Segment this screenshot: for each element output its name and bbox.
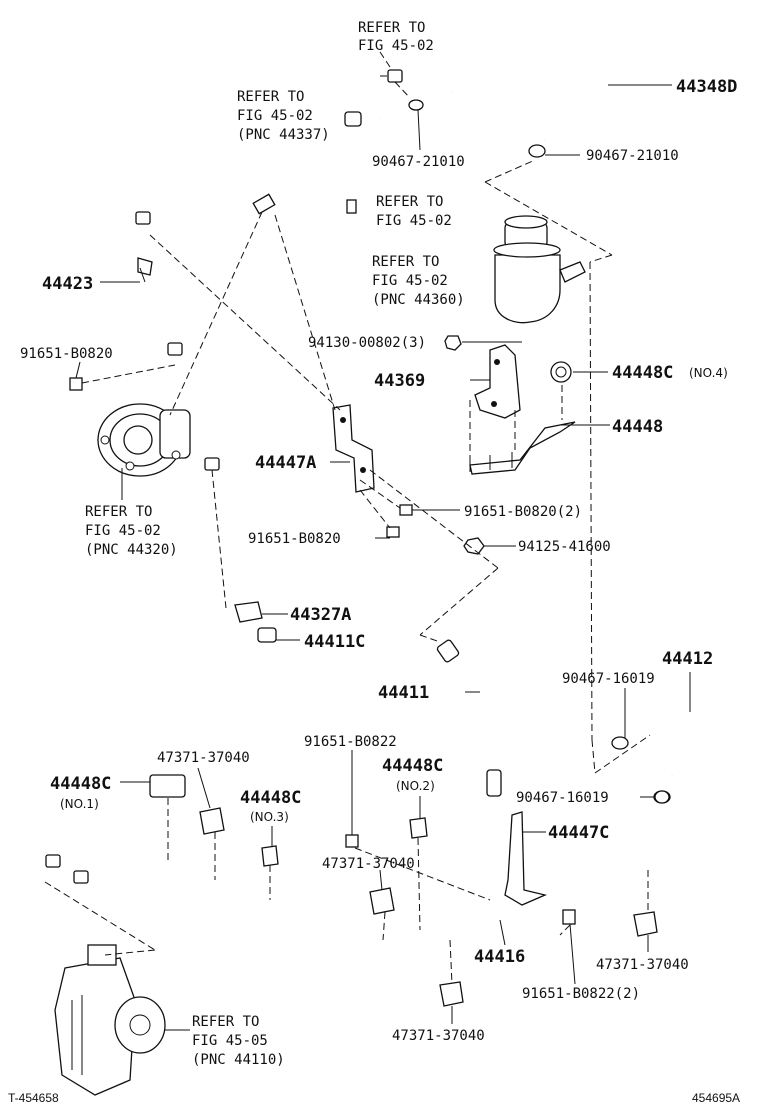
label-refer-44360-b: FIG 45-02 [372,273,448,289]
bolt-pump[interactable] [69,364,176,391]
steering-gear-box[interactable] [54,944,166,1096]
label-refer-44337-a: REFER TO [237,89,304,105]
leader-lines [75,84,691,1031]
clamp-44448C-no1[interactable] [149,774,186,798]
label-44411C: 44411C [304,632,365,652]
clamp-47371-a[interactable] [199,807,225,835]
label-refer-44320-c: (PNC 44320) [85,542,178,558]
label-94130-00802: 94130-00802(3) [308,335,426,351]
clamp-47371-c[interactable] [439,981,464,1007]
label-refer-44110-a: REFER TO [192,1014,259,1030]
label-47371-37040-c: 47371-37040 [392,1028,485,1044]
label-refer-44320-b: FIG 45-02 [85,523,161,539]
label-44448C-no4-qty: (NO.4) [689,366,728,380]
label-91651-B0820-mid: 91651-B0820 [248,531,341,547]
pressure-hose-44411[interactable] [436,639,502,896]
bolt-top[interactable] [380,69,403,83]
label-91651-B0820-2: 91651-B0820(2) [464,504,582,520]
label-44448C-no1: 44448C [50,774,111,794]
label-refer-44337-b: FIG 45-02 [237,108,313,124]
label-47371-37040-a: 47371-37040 [157,750,250,766]
label-44416: 44416 [474,947,525,967]
label-44448C-no3-qty: (NO.3) [250,810,289,824]
label-refer-44110-b: FIG 45-05 [192,1033,268,1049]
bolt-mid-top[interactable] [346,199,357,214]
label-94125-41600: 94125-41600 [518,539,611,555]
clamp-47371-d[interactable] [633,911,658,937]
label-refer-44337-c: (PNC 44337) [237,127,330,143]
bracket-44447A[interactable] [332,404,375,493]
bolt-91651-B0822-upper[interactable] [345,834,359,848]
label-44448C-no4: 44448C [612,363,673,383]
label-44327A: 44327A [290,605,351,625]
label-refer-44360-a: REFER TO [372,254,439,270]
clamp-47371-b[interactable] [369,887,395,915]
guide-lines [44,51,651,985]
clamp-90467-16019-b[interactable] [654,790,670,804]
label-44423: 44423 [42,274,93,294]
label-91651-B0820-left: 91651-B0820 [20,346,113,362]
label-91651-B0822-2: 91651-B0822(2) [522,986,640,1002]
footer-left-code: T-454658 [8,1091,59,1105]
label-refer-44110-c: (PNC 44110) [192,1052,285,1068]
label-44447C: 44447C [548,823,609,843]
bracket-44448[interactable] [469,421,576,475]
label-refer-mid-b: FIG 45-02 [376,213,452,229]
label-refer-top-a: REFER TO [358,20,425,36]
hose-clamp-upper[interactable] [408,99,546,158]
return-tube-44416[interactable] [45,804,662,960]
pressure-tube-44337[interactable] [252,111,381,215]
return-hose-44412[interactable] [611,702,750,804]
union-bolt-44411C[interactable] [257,627,277,643]
bracket-44447C[interactable] [504,811,548,906]
label-91651-B0822: 91651-B0822 [304,734,397,750]
label-90467-16019-a: 90467-16019 [562,671,655,687]
label-90467-21010-a: 90467-21010 [372,154,465,170]
clamp-44327A[interactable] [234,601,263,623]
label-44448C-no2-qty: (NO.2) [396,779,435,793]
label-44448C-no2: 44448C [382,756,443,776]
label-44412: 44412 [662,649,713,669]
power-steering-pump[interactable] [97,403,191,477]
bolts-bracket[interactable] [386,504,485,555]
footer-right-code: 454695A [692,1091,740,1105]
clamp-44448C-no3[interactable] [261,845,279,867]
label-47371-37040-b: 47371-37040 [322,856,415,872]
part-labels: REFER TO FIG 45-02 44348D REFER TO FIG 4… [8,20,740,1105]
label-refer-44360-c: (PNC 44360) [372,292,465,308]
label-refer-top-b: FIG 45-02 [358,38,434,54]
label-44348D: 44348D [676,77,737,97]
label-90467-16019-b: 90467-16019 [516,790,609,806]
label-refer-mid-a: REFER TO [376,194,443,210]
label-44411: 44411 [378,683,429,703]
clamp-44448C-no4[interactable] [550,361,572,383]
return-hose-44348D[interactable] [447,51,614,145]
label-refer-44320-a: REFER TO [85,504,152,520]
label-90467-21010-b: 90467-21010 [586,148,679,164]
label-44448: 44448 [612,417,663,437]
bolt-91651-B0822-lower[interactable] [562,909,576,925]
label-44448C-no3: 44448C [240,788,301,808]
clamp-44448C-no2[interactable] [409,817,428,839]
label-47371-37040-d: 47371-37040 [596,957,689,973]
label-44447A: 44447A [255,453,316,473]
nut-94130[interactable] [444,335,462,351]
label-44448C-no1-qty: (NO.1) [60,797,99,811]
label-44369: 44369 [374,371,425,391]
bracket-44369[interactable] [474,344,521,419]
reservoir-tank[interactable] [493,215,586,324]
